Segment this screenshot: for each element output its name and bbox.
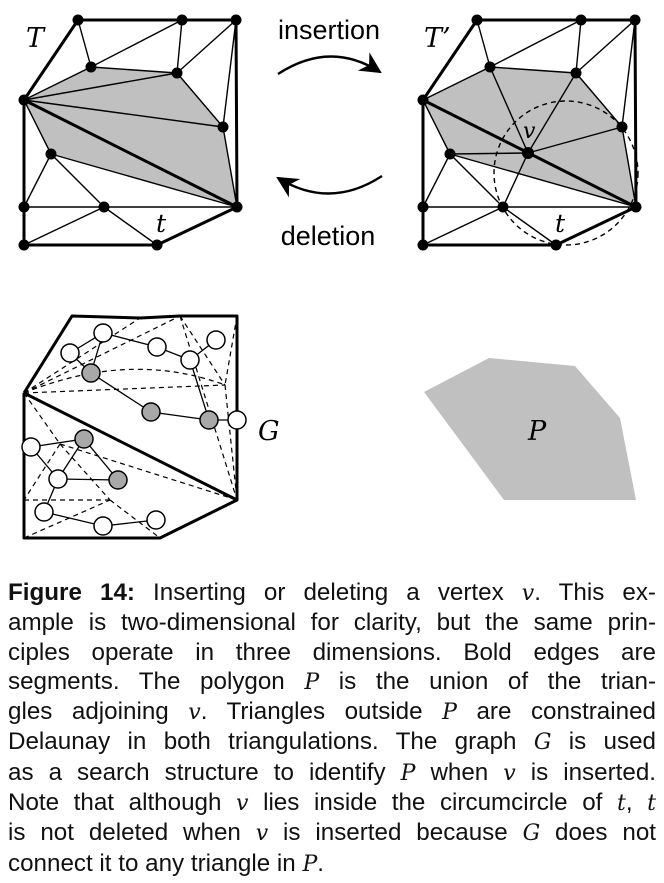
polygon-P: P [424, 358, 636, 500]
caption-text: is inserted. [515, 758, 656, 786]
bold-segments-T [22, 18, 239, 247]
caption-math: G [522, 821, 541, 847]
caption-text: is the union of the trian- [319, 667, 656, 695]
caption-text: segments. The polygon [8, 667, 305, 695]
polygon-P-shape [424, 358, 636, 500]
caption-math: v [503, 760, 516, 786]
triangulation-figure: T t insertion deletion [18, 14, 642, 540]
caption-text: as a search structure to identify [8, 758, 401, 786]
vertex-v [522, 147, 534, 159]
caption-math: P [442, 700, 457, 726]
figure-caption: Figure 14: Inserting or deleting a verte… [8, 578, 656, 879]
caption-math: P [302, 851, 318, 877]
caption-text: is not deleted when [8, 819, 256, 847]
caption-text: ciples operate in three dimensions. Bold… [8, 638, 656, 666]
caption-math: v [188, 700, 201, 726]
triangulation-T-prime: T’ v t [417, 14, 642, 251]
triangulation-T: T t [18, 14, 243, 251]
caption-text: are constrained [456, 698, 656, 726]
caption-math: t [647, 791, 656, 817]
deletion-label: deletion [281, 221, 376, 251]
deletion-arrow [276, 174, 383, 198]
insertion-arrow [277, 52, 382, 76]
insertion-label: insertion [278, 15, 380, 45]
caption-line: segments. The polygon P is the union of … [8, 667, 656, 697]
circumcircle-t [493, 100, 639, 246]
caption-text: Delaunay in both triangulations. The gra… [8, 728, 534, 756]
caption-line: is not deleted when v is inserted becaus… [8, 818, 656, 848]
caption-text: . This ex- [534, 579, 656, 606]
graph-edges [30, 332, 237, 527]
caption-math: P [400, 760, 416, 786]
thin-edges-T [23, 19, 238, 246]
caption-text: is inserted because [268, 819, 523, 847]
shaded-cavity-T-prime [423, 67, 636, 207]
caption-math: v [255, 821, 269, 847]
label-t-left: t [156, 209, 167, 238]
label-T-prime: T’ [424, 23, 451, 54]
caption-line: ample is two-dimensional for clarity, bu… [8, 608, 656, 637]
label-T: T [26, 23, 46, 54]
label-v: v [523, 119, 536, 144]
caption-text: . Triangles outside [200, 698, 443, 726]
shaded-cavity-T [24, 67, 237, 207]
label-G: G [258, 416, 280, 447]
vertices-T [18, 14, 243, 251]
thin-edges-T-prime [422, 19, 637, 246]
transition-arrows: insertion deletion [276, 15, 383, 251]
caption-line: connect it to any triangle in P. [8, 849, 656, 879]
caption-text: Note that although [8, 789, 237, 817]
caption-line: ciples operate in three dimensions. Bold… [8, 638, 656, 667]
caption-heading: Figure 14: [8, 579, 135, 606]
caption-text: ample is two-dimensional for clarity, bu… [8, 609, 656, 637]
caption-text: . [317, 849, 325, 877]
caption-text: when [415, 758, 504, 786]
caption-text: is used [551, 728, 656, 756]
caption-text: does not [540, 819, 656, 847]
caption-math: t [616, 791, 626, 817]
bold-segments-G [22, 314, 239, 540]
search-graph-G: G [21, 314, 280, 540]
caption-line: gles adjoining v. Triangles outside P ar… [8, 697, 656, 727]
caption-line: as a search structure to identify P when… [8, 758, 656, 788]
caption-text: , [625, 789, 648, 817]
caption-line: Figure 14: Inserting or deleting a verte… [8, 578, 656, 608]
graph-nodes [21, 323, 247, 536]
caption-math: G [533, 730, 552, 756]
caption-text: Inserting or deleting a vertex [134, 579, 522, 606]
label-P: P [527, 416, 547, 447]
caption-math: v [236, 791, 249, 817]
caption-line: Note that although v lies inside the cir… [8, 788, 656, 818]
caption-math: v [521, 581, 535, 606]
vertices-T-prime [417, 14, 642, 251]
caption-text: gles adjoining [8, 698, 189, 726]
caption-math: P [304, 669, 320, 695]
caption-text: lies inside the circumcircle of [248, 789, 617, 817]
caption-text: connect it to any triangle in [8, 849, 303, 877]
caption-line: Delaunay in both triangulations. The gra… [8, 727, 656, 757]
label-t-right: t [555, 209, 566, 238]
